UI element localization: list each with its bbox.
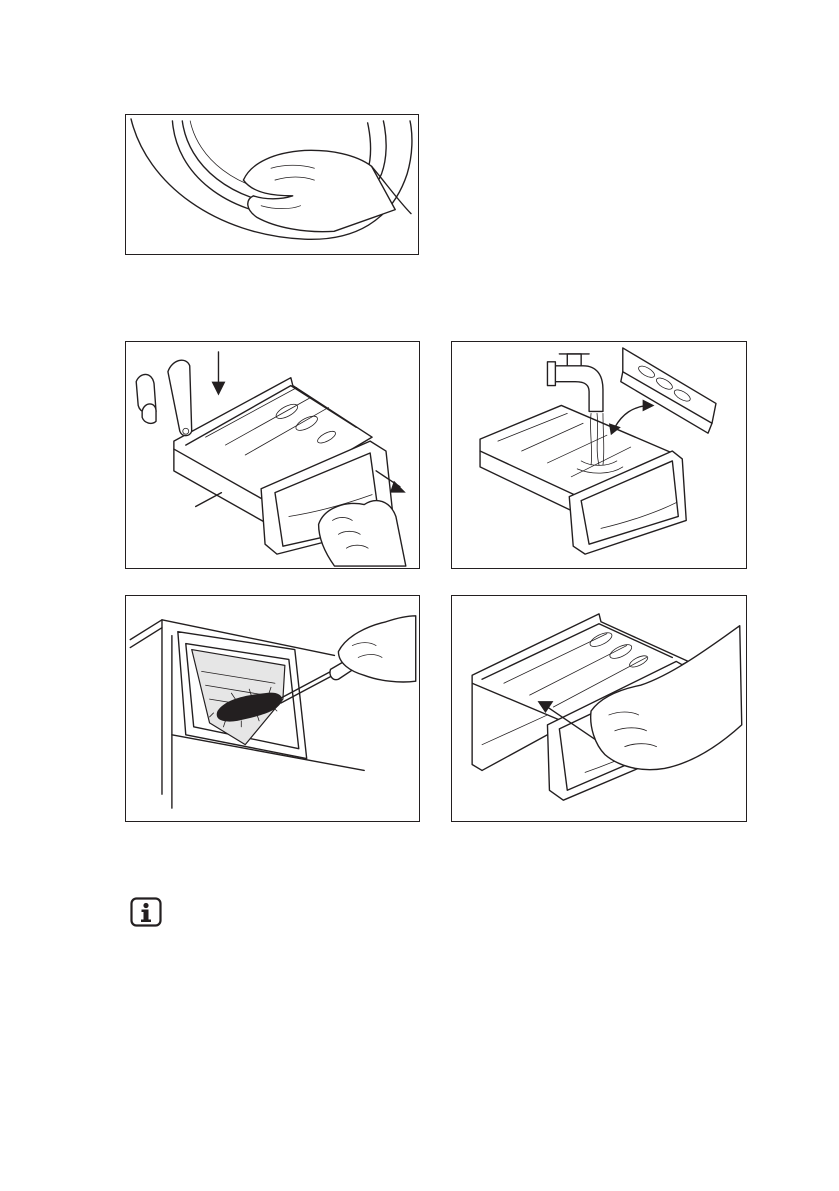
figure-rinse-drawer	[451, 341, 747, 569]
figure-door-seal-cleaning	[125, 114, 419, 255]
brush-drawer-recess-icon	[126, 596, 419, 821]
insert-detergent-drawer-icon	[452, 596, 746, 821]
rinse-drawer-under-tap-icon	[452, 342, 746, 568]
figure-insert-drawer	[451, 595, 747, 822]
figure-remove-drawer	[125, 341, 420, 569]
remove-detergent-drawer-icon	[126, 342, 419, 568]
hand-cleaning-door-seal-icon	[126, 115, 418, 254]
info-icon	[130, 897, 162, 927]
figure-brush-recess	[125, 595, 420, 822]
